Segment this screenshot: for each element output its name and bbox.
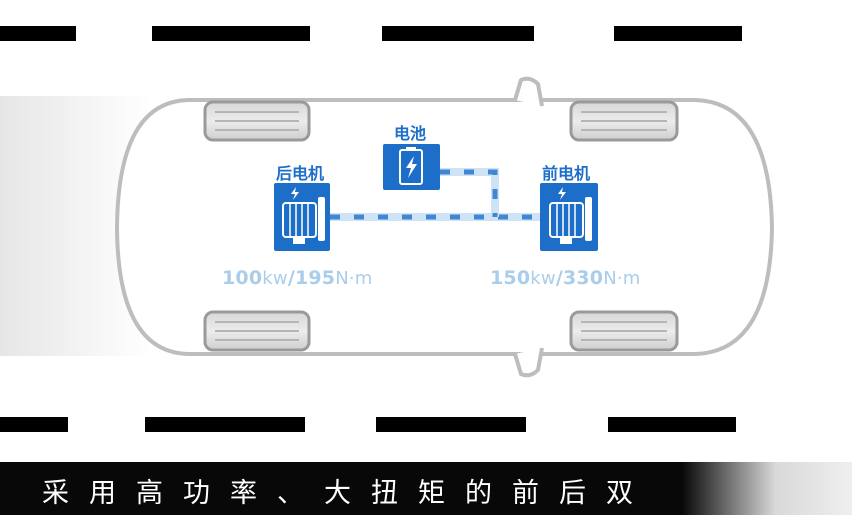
car-body-outline — [114, 98, 775, 356]
mirror-top — [513, 76, 544, 107]
battery-label: 电池 — [394, 124, 427, 143]
front-motor-sep: / — [555, 267, 563, 289]
lane-mark-bottom-2 — [145, 417, 305, 432]
front-motor-torque: 330 — [562, 267, 604, 289]
rear-motor-torque-unit: N·m — [335, 268, 373, 289]
lane-mark-top-2 — [152, 26, 310, 41]
lane-mark-top-3 — [382, 26, 534, 41]
tire-front-top — [569, 100, 679, 142]
subtitle-bar: 采用高功率、大扭矩的前后双 — [0, 462, 852, 515]
tire-rear-bottom — [203, 310, 311, 352]
subtitle-text: 采用高功率、大扭矩的前后双 — [42, 478, 653, 509]
lane-mark-bottom-4 — [608, 417, 736, 432]
front-motor-label: 前电机 — [542, 164, 591, 183]
front-motor-spec: 150kw/330N·m — [490, 267, 641, 289]
rear-motor-label: 后电机 — [276, 164, 325, 183]
front-motor-torque-unit: N·m — [603, 268, 641, 289]
rear-motor-power: 100 — [222, 267, 263, 289]
front-motor-icon — [540, 183, 598, 251]
rear-motor-torque: 195 — [294, 267, 336, 289]
lane-mark-top-1 — [0, 26, 76, 41]
tire-front-bottom — [569, 310, 679, 352]
rear-motor-spec: 100kw/195N·m — [222, 267, 373, 289]
subtitle-fade — [682, 462, 852, 515]
mirror-bottom — [513, 347, 544, 378]
rear-motor-sep: / — [287, 267, 295, 289]
battery-icon — [383, 144, 440, 190]
car-diagram — [114, 76, 775, 378]
tire-rear-top — [203, 100, 311, 142]
lane-mark-bottom-3 — [376, 417, 526, 432]
lane-mark-top-4 — [614, 26, 742, 41]
front-motor-power-unit: kw — [530, 268, 556, 289]
front-motor-power: 150 — [490, 267, 531, 289]
power-link-lines — [330, 168, 540, 221]
rear-motor-icon — [274, 183, 330, 251]
rear-motor-power-unit: kw — [262, 268, 288, 289]
lane-mark-bottom-1 — [0, 417, 68, 432]
